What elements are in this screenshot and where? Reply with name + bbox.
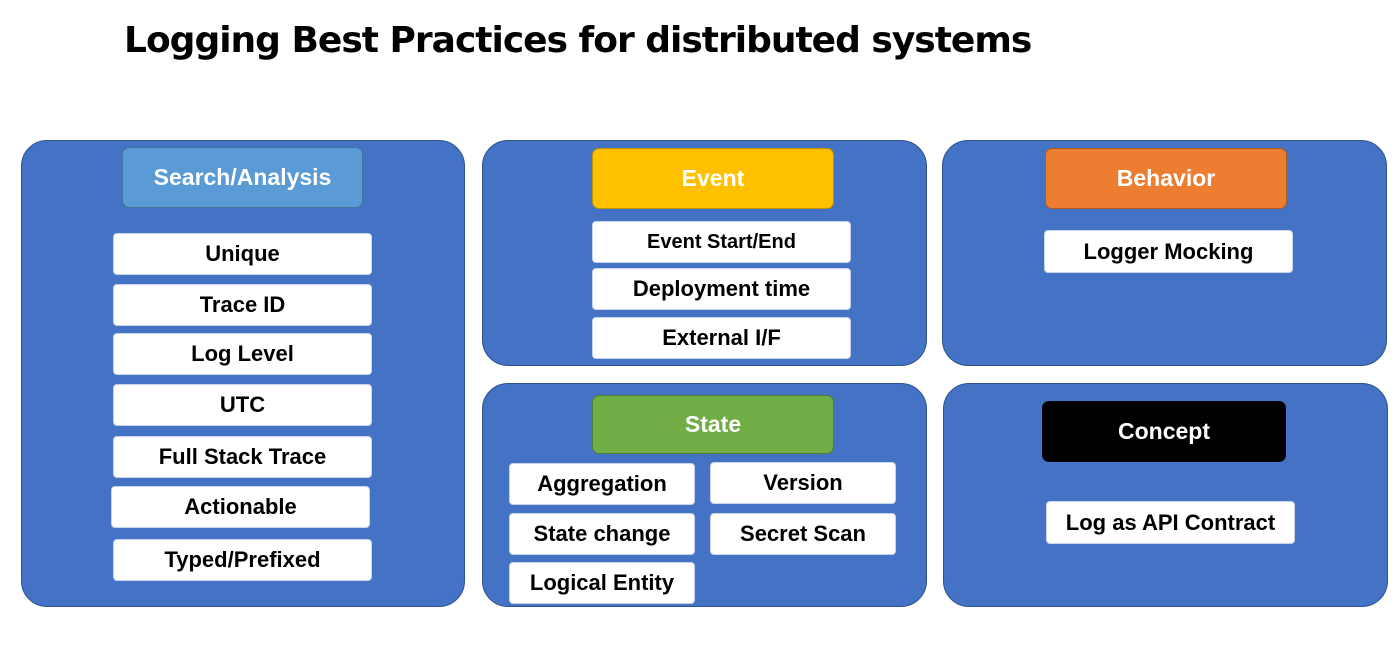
search-analysis-header: Search/Analysis — [122, 147, 363, 208]
state-item-logical-entity: Logical Entity — [509, 562, 695, 604]
behavior-item-logger-mocking: Logger Mocking — [1044, 230, 1293, 273]
search-item-utc: UTC — [113, 384, 372, 426]
event-item-external-if: External I/F — [592, 317, 851, 359]
search-item-actionable: Actionable — [111, 486, 370, 528]
concept-item-log-as-api-contract: Log as API Contract — [1046, 501, 1295, 544]
state-item-state-change: State change — [509, 513, 695, 555]
search-item-trace-id: Trace ID — [113, 284, 372, 326]
behavior-header: Behavior — [1045, 148, 1287, 209]
state-header: State — [592, 395, 834, 454]
page-title: Logging Best Practices for distributed s… — [124, 20, 1032, 61]
event-header: Event — [592, 148, 834, 209]
state-item-version: Version — [710, 462, 896, 504]
search-item-unique: Unique — [113, 233, 372, 275]
concept-header: Concept — [1042, 401, 1286, 462]
state-item-secret-scan: Secret Scan — [710, 513, 896, 555]
event-item-deployment-time: Deployment time — [592, 268, 851, 310]
search-item-full-stack-trace: Full Stack Trace — [113, 436, 372, 478]
search-item-log-level: Log Level — [113, 333, 372, 375]
event-item-start-end: Event Start/End — [592, 221, 851, 263]
search-item-typed-prefixed: Typed/Prefixed — [113, 539, 372, 581]
state-item-aggregation: Aggregation — [509, 463, 695, 505]
